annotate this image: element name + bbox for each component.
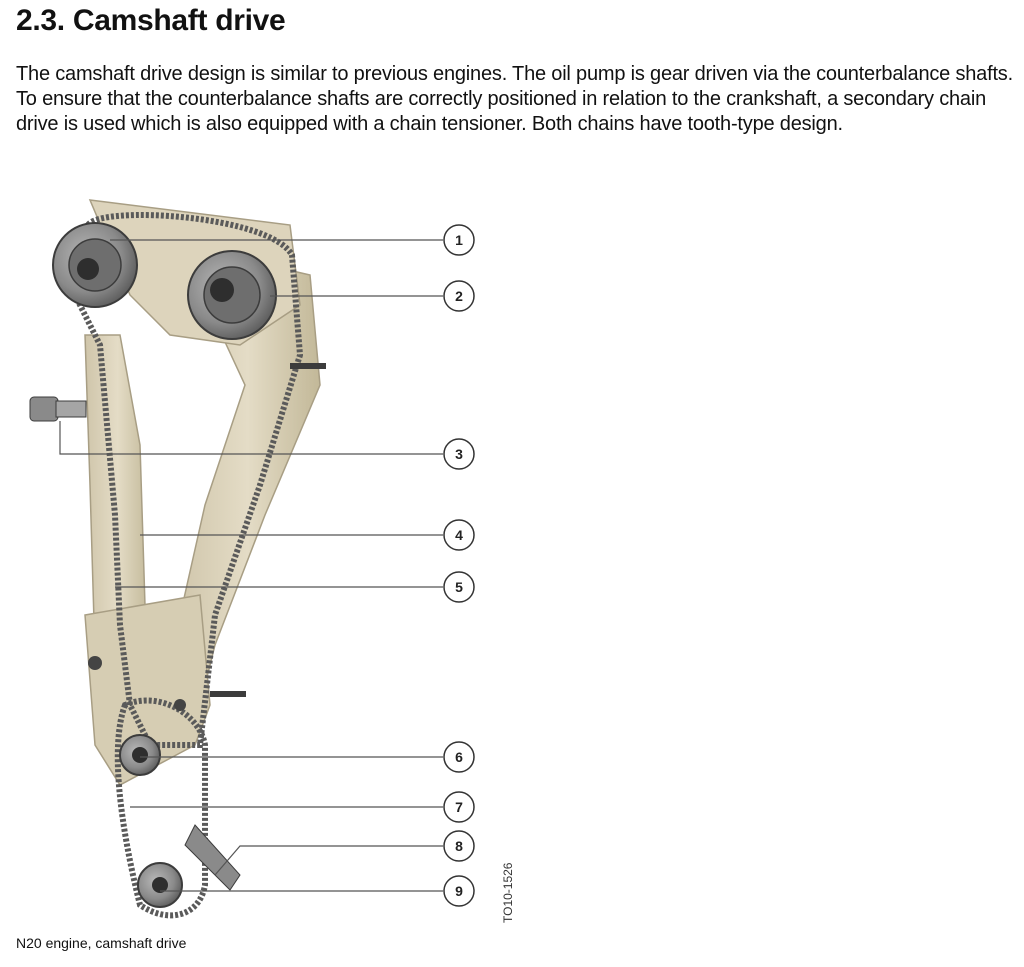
callout-6-number: 6 <box>455 749 463 765</box>
callout-6-circle <box>443 741 475 773</box>
leader-line-8 <box>214 845 443 876</box>
exhaust-camshaft-sprocket <box>187 250 277 340</box>
callout-3-number: 3 <box>455 446 463 462</box>
callout-7-number: 7 <box>455 799 463 815</box>
mounting-stud <box>290 363 326 369</box>
callout-5-number: 5 <box>455 579 463 595</box>
rail-pivot <box>174 699 186 711</box>
callout-4-circle <box>443 519 475 551</box>
intro-paragraph: The camshaft drive design is similar to … <box>16 63 1013 135</box>
callout-5-circle <box>443 571 475 603</box>
mounting-stud <box>210 691 246 697</box>
secondary-chain <box>114 697 208 919</box>
counterbalance-shaft-sprocket <box>137 862 183 908</box>
callout-3-circle <box>443 438 475 470</box>
section-heading: 2.3. Camshaft drive <box>16 4 286 37</box>
figure-code: TO10-1526 <box>501 862 515 923</box>
callout-9-number: 9 <box>455 883 463 899</box>
tensioner-bolt <box>29 396 87 422</box>
callout-2-circle <box>443 280 475 312</box>
callout-1-circle <box>443 224 475 256</box>
callout-1-number: 1 <box>455 232 463 248</box>
crankshaft-sprocket <box>119 734 161 776</box>
intake-camshaft-sprocket <box>52 222 138 308</box>
callout-8-circle <box>443 830 475 862</box>
callout-9-circle <box>443 875 475 907</box>
camshaft-drive-figure: 1 2 3 4 5 6 7 8 9 TO10-1526 <box>0 185 560 940</box>
secondary-chain-tensioner <box>184 824 241 891</box>
callout-7-circle <box>443 791 475 823</box>
camshaft-drive-illustration: 1 2 3 4 5 6 7 8 9 TO10-1526 <box>29 199 515 923</box>
figure-caption: N20 engine, camshaft drive <box>16 935 187 951</box>
callout-2-number: 2 <box>455 288 463 304</box>
callout-4-number: 4 <box>455 527 463 543</box>
callout-8-number: 8 <box>455 838 463 854</box>
leader-line-3 <box>59 421 443 455</box>
rail-pivot <box>88 656 102 670</box>
